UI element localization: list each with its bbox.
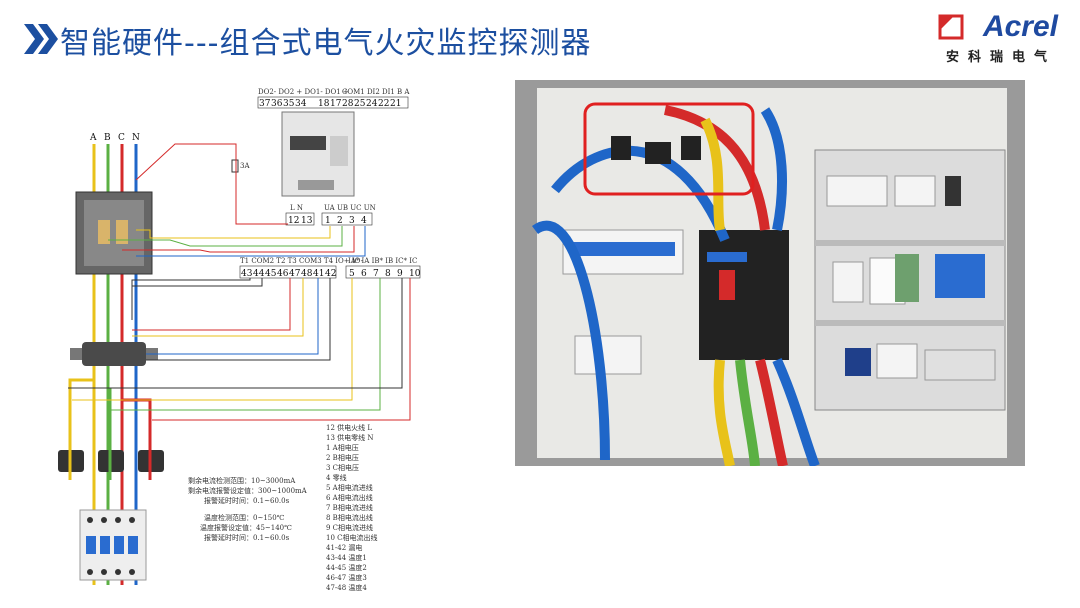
terminal-legend: 12 供电火线 L 13 供电零线 N 1 A相电压 2 B相电压 3 C相电压… — [326, 423, 378, 592]
svg-text:25: 25 — [354, 99, 366, 109]
svg-text:41: 41 — [313, 269, 324, 279]
svg-text:4 零线: 4 零线 — [326, 473, 347, 482]
svg-text:45: 45 — [265, 269, 277, 279]
spec1-line3: 报警延时时间：0.1~60.0s — [204, 496, 290, 505]
svg-text:12: 12 — [288, 216, 299, 226]
svg-text:13 供电零线 N: 13 供电零线 N — [326, 433, 373, 442]
svg-text:43-44 温度1: 43-44 温度1 — [326, 553, 367, 562]
svg-text:6 A相电流出线: 6 A相电流出线 — [326, 493, 373, 502]
fuse-label: 3A — [240, 162, 250, 170]
brand-logo: Acrel 安科瑞电气 — [938, 10, 1058, 66]
power-terminal-block: 12 13 — [285, 212, 315, 226]
svg-text:3 C相电压: 3 C相电压 — [326, 463, 359, 472]
spec1-line1: 剩余电流检测范围：10~3000mA — [188, 476, 296, 485]
current-terminal-block: 5 6 7 8 9 10 — [345, 265, 421, 279]
svg-text:12 供电火线 L: 12 供电火线 L — [326, 423, 372, 432]
svg-text:7 B相电流进线: 7 B相电流进线 — [326, 503, 373, 512]
spec2-line1: 温度检测范围：0~150℃ — [204, 513, 285, 522]
svg-text:44: 44 — [253, 269, 265, 279]
logo-name: Acrel — [982, 10, 1058, 43]
svg-text:47: 47 — [289, 269, 301, 279]
cabinet-photo — [515, 80, 1025, 466]
svg-text:5: 5 — [349, 269, 355, 279]
svg-text:13: 13 — [301, 216, 313, 226]
svg-text:18: 18 — [318, 99, 330, 109]
svg-text:35: 35 — [283, 99, 295, 109]
svg-text:24: 24 — [366, 99, 378, 109]
svg-text:43: 43 — [241, 269, 253, 279]
svg-text:21: 21 — [390, 99, 401, 109]
voltage-terminal-block: 1 2 3 4 — [321, 212, 373, 226]
svg-text:17: 17 — [330, 99, 342, 109]
temp-terminals-label: T1 COM2 T2 T3 COM3 T4 IO+ IO- — [240, 257, 364, 265]
output-breaker — [79, 509, 147, 581]
svg-text:3: 3 — [349, 216, 355, 226]
temp-terminal-block: 43 44 45 46 47 48 41 42 — [239, 265, 336, 279]
acrel-logo-icon — [938, 14, 964, 40]
svg-text:10 C相电流出线: 10 C相电流出线 — [326, 533, 378, 542]
svg-text:8: 8 — [385, 269, 391, 279]
svg-text:1: 1 — [325, 216, 331, 226]
double-chevron-icon — [24, 24, 58, 54]
svg-text:44-45 温度2: 44-45 温度2 — [326, 563, 367, 572]
svg-text:47-48 温度4: 47-48 温度4 — [326, 583, 367, 592]
svg-text:4: 4 — [361, 216, 367, 226]
svg-text:36: 36 — [271, 99, 283, 109]
voltage-terminals-label: UA UB UC UN — [324, 204, 376, 212]
svg-text:2: 2 — [337, 216, 343, 226]
svg-text:46: 46 — [277, 269, 289, 279]
power-terminals-label: L N — [290, 204, 303, 212]
detector-device — [281, 111, 355, 197]
main-breaker — [75, 191, 153, 275]
svg-text:5 A相电流进线: 5 A相电流进线 — [326, 483, 373, 492]
residual-current-transformer — [70, 342, 158, 366]
svg-text:46-47 温度3: 46-47 温度3 — [326, 573, 367, 582]
svg-text:22: 22 — [378, 99, 389, 109]
top-terminal-labels-left: DO2- DO2 + DO1- DO1 + — [258, 88, 349, 96]
svg-text:8 B相电流出线: 8 B相电流出线 — [326, 513, 373, 522]
page-title: 智能硬件---组合式电气火灾监控探测器 — [60, 26, 592, 61]
top-terminal-block: 37 36 35 34 18 17 28 25 24 22 21 — [257, 96, 409, 109]
svg-text:10: 10 — [409, 269, 421, 279]
svg-text:37: 37 — [259, 99, 271, 109]
highlight-box — [583, 102, 755, 196]
logo-subtitle: 安科瑞电气 — [945, 50, 1056, 65]
svg-text:42: 42 — [325, 269, 336, 279]
svg-text:28: 28 — [342, 99, 354, 109]
svg-text:1 A相电压: 1 A相电压 — [326, 443, 359, 452]
phase-label-c: C — [118, 133, 125, 143]
current-terminals-label: IA* IA IB* IB IC* IC — [348, 257, 417, 265]
svg-text:34: 34 — [295, 99, 307, 109]
svg-text:9 C相电流进线: 9 C相电流进线 — [326, 523, 373, 532]
svg-text:41-42 漏电: 41-42 漏电 — [326, 543, 362, 552]
phase-label-b: B — [104, 133, 111, 143]
svg-text:6: 6 — [361, 269, 367, 279]
top-terminal-labels-right: COM1 DI2 DI1 B A — [342, 88, 410, 96]
phase-label-n: N — [132, 133, 140, 143]
wiring-diagram: A B C N — [58, 88, 421, 592]
svg-text:48: 48 — [301, 269, 313, 279]
svg-text:9: 9 — [397, 269, 403, 279]
svg-text:7: 7 — [373, 269, 379, 279]
svg-text:2 B相电压: 2 B相电压 — [326, 453, 359, 462]
spec2-line2: 温度报警设定值：45~140℃ — [200, 523, 292, 532]
spec2-line3: 报警延时时间：0.1~60.0s — [204, 533, 290, 542]
phase-label-a: A — [89, 133, 97, 143]
spec1-line2: 剩余电流报警设定值：300~1000mA — [188, 486, 308, 495]
